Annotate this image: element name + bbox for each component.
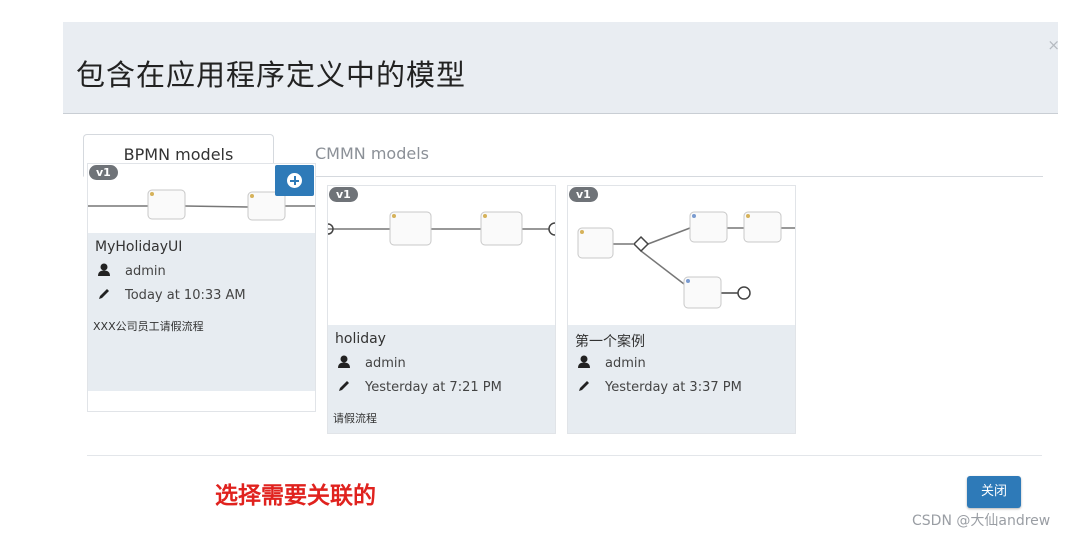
model-card-first-case[interactable]: v1 第一个案例 admin Yesterday at 3:37 PM (567, 185, 796, 434)
process-diagram-thumbnail (328, 211, 555, 246)
model-description: 请假流程 (333, 412, 377, 425)
model-info-panel: holiday admin Yesterday at 7:21 PM 请假流程 (328, 325, 555, 433)
tab-cmmn-models[interactable]: CMMN models (315, 144, 429, 163)
dialog-header: 包含在应用程序定义中的模型 × (63, 22, 1060, 114)
model-author-row: admin (577, 355, 646, 372)
user-icon (577, 355, 595, 372)
include-model-button[interactable] (275, 165, 314, 196)
user-icon (337, 355, 355, 372)
model-name: MyHolidayUI (95, 239, 183, 255)
pencil-icon (337, 379, 355, 396)
model-description: XXX公司员工请假流程 (93, 320, 204, 333)
version-badge: v1 (89, 165, 118, 180)
model-info-panel: MyHolidayUI admin Today at 10:33 AM XXX公… (88, 233, 315, 391)
plus-circle-icon (287, 173, 302, 188)
version-badge: v1 (329, 187, 358, 202)
model-thumbnail: v1 (328, 186, 555, 323)
close-icon[interactable]: × (1047, 36, 1060, 54)
model-modified: Yesterday at 7:21 PM (365, 380, 502, 395)
model-modified-row: Yesterday at 3:37 PM (577, 379, 742, 396)
model-card-myholidayui[interactable]: v1 MyHolidayUI admin Today at 10:33 AM X… (87, 163, 316, 412)
close-button[interactable]: 关闭 (967, 476, 1021, 508)
model-card-holiday[interactable]: v1 holiday admin Yesterday at 7:21 PM 请假… (327, 185, 556, 434)
model-modified-row: Yesterday at 7:21 PM (337, 379, 502, 396)
model-name: holiday (335, 331, 386, 347)
model-info-panel: 第一个案例 admin Yesterday at 3:37 PM (568, 325, 795, 433)
process-diagram-thumbnail (577, 211, 795, 309)
annotation-text: 选择需要关联的 (215, 483, 376, 509)
model-modified: Today at 10:33 AM (125, 288, 246, 303)
model-author: admin (365, 356, 406, 371)
model-author-row: admin (337, 355, 406, 372)
model-modified-row: Today at 10:33 AM (97, 287, 246, 304)
model-author-row: admin (97, 263, 166, 280)
dialog-title: 包含在应用程序定义中的模型 (76, 58, 467, 92)
model-author: admin (605, 356, 646, 371)
model-name: 第一个案例 (575, 334, 645, 350)
version-badge: v1 (569, 187, 598, 202)
pencil-icon (97, 287, 115, 304)
process-diagram-thumbnail (88, 189, 315, 221)
watermark: CSDN @大仙andrew (912, 513, 1051, 529)
model-thumbnail: v1 (568, 186, 795, 323)
footer-divider (87, 455, 1042, 456)
model-author: admin (125, 264, 166, 279)
model-modified: Yesterday at 3:37 PM (605, 380, 742, 395)
user-icon (97, 263, 115, 280)
pencil-icon (577, 379, 595, 396)
